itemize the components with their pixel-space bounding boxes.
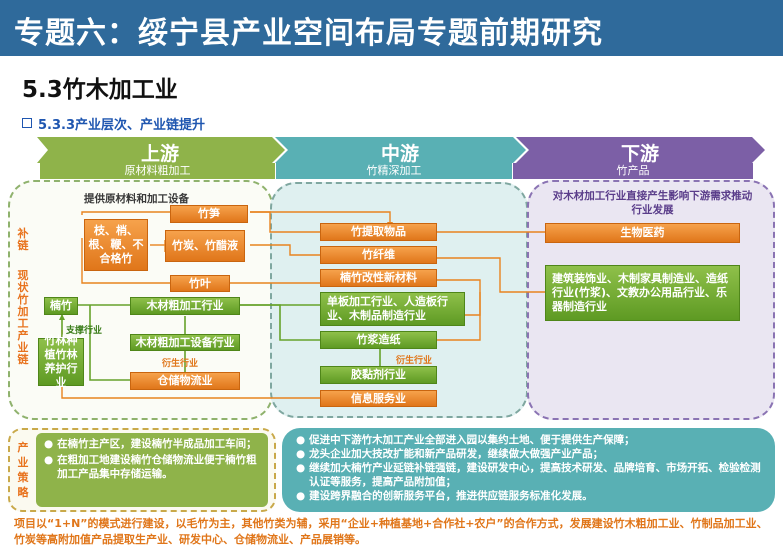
planting-box: 竹林种植竹林养护行业 bbox=[38, 334, 84, 389]
board-industry-box: 单板加工行业、人造板行业、木制品制造行业 bbox=[320, 292, 465, 326]
page-title: 专题六：绥宁县产业空间布局专题前期研究 bbox=[14, 16, 603, 51]
stage-upstream-sub: 原材料粗加工 bbox=[40, 163, 275, 179]
mid-derived-label: 衍生行业 bbox=[396, 356, 433, 366]
strategy-left-item: ●在粗加工地建设楠竹仓储物流业便于楠竹粗加工产品集中存储运输。 bbox=[44, 454, 257, 480]
strategy-right-item: ●继续加大楠竹产业延链补链强链，建设研发中心，提高技术研发、品牌培育、市场开拓、… bbox=[296, 462, 761, 488]
upstream-top-note: 提供原材料和加工设备 bbox=[84, 193, 189, 205]
support-industry-label: 支撑行业 bbox=[66, 326, 103, 336]
modified-material-box: 楠竹改性新材料 bbox=[320, 269, 437, 287]
bullet-icon: ● bbox=[296, 490, 306, 502]
leaf-box: 竹叶 bbox=[170, 275, 230, 292]
bamboo-shoot-box: 竹笋 bbox=[170, 205, 248, 223]
rough-processing-box: 木材粗加工行业 bbox=[130, 297, 240, 315]
strategy-right-item: ●龙头企业加大技改扩能和新产品研发，继续做大做强产业产品； bbox=[296, 448, 604, 460]
stage-midstream-label: 中游 bbox=[380, 143, 419, 165]
stage-downstream-sub: 竹产品 bbox=[513, 163, 753, 179]
storage-box: 仓储物流业 bbox=[130, 372, 240, 390]
adhesive-box: 胶黏剂行业 bbox=[320, 366, 437, 384]
strategy-right-item: ●促进中下游竹木加工产业全部进入园以集约土地、便于提供生产保障； bbox=[296, 434, 635, 446]
bullet-icon: ● bbox=[296, 448, 306, 460]
footer-note: 项目以“1+N”的模式进行建设，以毛竹为主，其他竹类为辅，采用“企业+种植基地+… bbox=[14, 517, 768, 546]
stage-upstream-label: 上游 bbox=[140, 143, 179, 165]
downstream-note: 对木材加工行业直接产生影响下游需求推动行业发展 bbox=[552, 190, 753, 216]
extract-box: 竹提取物品 bbox=[320, 223, 437, 241]
charcoal-box: 竹炭、竹醋液 bbox=[165, 230, 245, 262]
sub-title: 5.3.3产业层次、产业链提升 bbox=[38, 118, 206, 133]
stage-midstream-sub: 竹精深加工 bbox=[276, 163, 512, 179]
section-title: 5.3竹木加工业 bbox=[22, 77, 178, 103]
strategy-right-panel: ●促进中下游竹木加工产业全部进入园以集约土地、便于提供生产保障； ●龙头企业加大… bbox=[282, 428, 775, 512]
strategy-label: 产业策略 bbox=[17, 441, 29, 499]
current-chain-label: 现状竹加工产业链 bbox=[17, 269, 29, 366]
derived-industry-label: 衍生行业 bbox=[162, 359, 199, 369]
bullet-icon: ● bbox=[296, 462, 306, 474]
nanzhu-box: 楠竹 bbox=[44, 297, 78, 315]
branches-box: 枝、梢、根、鞭、不合格竹 bbox=[84, 219, 148, 271]
stage-chevrons bbox=[37, 137, 765, 163]
header-bar bbox=[0, 0, 783, 56]
bullet-icon: ● bbox=[44, 438, 54, 450]
bio-medicine-box: 生物医药 bbox=[545, 223, 740, 243]
bullet-icon: ● bbox=[296, 434, 306, 446]
strategy-right-item: ●建设跨界融合的创新服务平台，推进供应链服务标准化发展。 bbox=[296, 490, 593, 502]
strategy-left-list: ●在楠竹主产区，建设楠竹半成品加工车间； ●在粗加工地建设楠竹仓储物流业便于楠竹… bbox=[36, 433, 268, 507]
stage-downstream-label: 下游 bbox=[620, 143, 659, 165]
decoration-industry-box: 建筑装饰业、木制家具制造业、造纸行业(竹浆)、文教办公用品行业、乐器制造行业 bbox=[545, 265, 740, 321]
supplement-chain-label: 补链 bbox=[17, 227, 29, 252]
strategy-left-item: ●在楠竹主产区，建设楠竹半成品加工车间； bbox=[44, 438, 257, 450]
fiber-box: 竹纤维 bbox=[320, 246, 437, 264]
square-bullet-icon bbox=[22, 118, 32, 128]
info-service-box: 信息服务业 bbox=[320, 390, 437, 407]
bullet-icon: ● bbox=[44, 454, 54, 466]
pulp-paper-box: 竹浆造纸 bbox=[320, 331, 437, 349]
equipment-box: 木材粗加工设备行业 bbox=[130, 334, 240, 351]
